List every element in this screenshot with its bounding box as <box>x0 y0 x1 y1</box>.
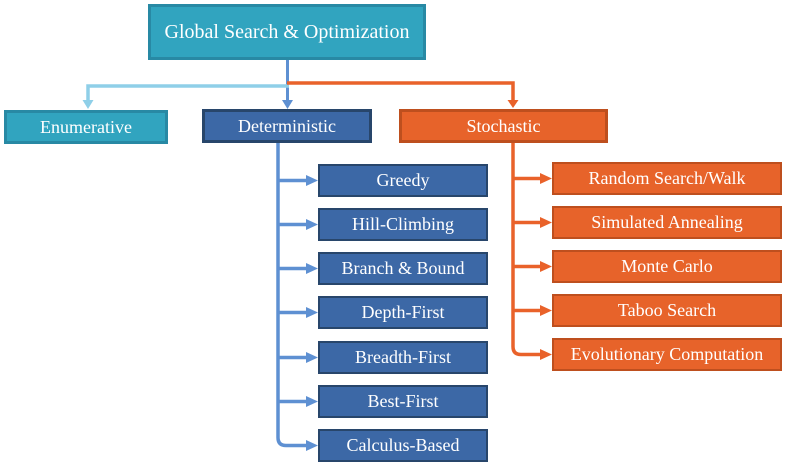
connector-root-to-stochastic <box>287 81 519 108</box>
connector-root-to-deterministic <box>282 60 293 109</box>
node-taboo-search: Taboo Search <box>552 294 782 327</box>
node-global-search-optimization: Global Search & Optimization <box>148 4 426 60</box>
node-calculus-based: Calculus-Based <box>318 429 488 462</box>
connector-root-to-enumerative <box>82 84 289 109</box>
node-hill-climbing: Hill-Climbing <box>318 208 488 241</box>
node-deterministic: Deterministic <box>202 109 372 143</box>
node-branch-and-bound: Branch & Bound <box>318 252 488 285</box>
node-greedy: Greedy <box>318 164 488 197</box>
node-stochastic: Stochastic <box>399 109 608 143</box>
connector-deterministic-spine <box>276 143 318 451</box>
node-monte-carlo: Monte Carlo <box>552 250 782 283</box>
node-simulated-annealing: Simulated Annealing <box>552 206 782 239</box>
node-enumerative: Enumerative <box>4 110 168 144</box>
node-evolutionary-computation: Evolutionary Computation <box>552 338 782 371</box>
node-depth-first: Depth-First <box>318 296 488 329</box>
node-best-first: Best-First <box>318 385 488 418</box>
node-random-search-walk: Random Search/Walk <box>552 162 782 195</box>
node-breadth-first: Breadth-First <box>318 341 488 374</box>
connector-stochastic-spine <box>511 143 552 360</box>
